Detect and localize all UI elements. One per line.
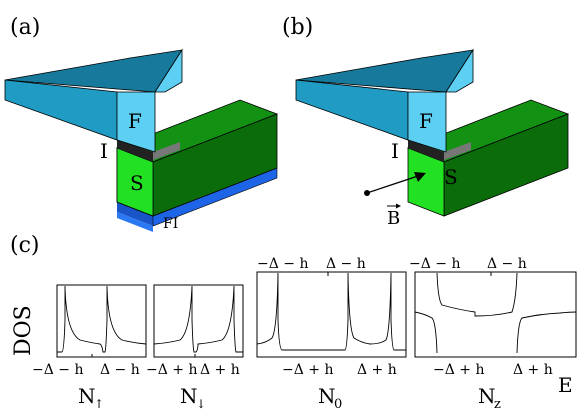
- tick-label: −Δ + h: [282, 362, 334, 378]
- dos-plot-title-n-up: N ↑: [78, 384, 104, 411]
- plot-title-sub: z: [494, 397, 501, 411]
- plot-title-sub: ↓: [196, 397, 206, 411]
- f-block-arm: [4, 79, 118, 141]
- f-block-b-arm: [295, 79, 409, 141]
- plot-title-main: N: [180, 384, 198, 408]
- dos-plot-title-n0: N 0: [318, 384, 342, 411]
- tick-label: −Δ − h: [409, 256, 461, 272]
- panel-b: (b) F I S B: [282, 15, 570, 229]
- fi-label: FI: [163, 216, 178, 232]
- dos-plot-n-up-frame: [56, 284, 147, 358]
- f-block-side: [154, 48, 183, 93]
- field-label: B: [387, 208, 400, 229]
- plot-title-sub: ↑: [94, 397, 104, 411]
- dos-plot-nz-frame: [414, 271, 577, 358]
- s-label-b: S: [444, 165, 458, 189]
- f-block-b-side: [445, 48, 474, 93]
- tick-label: −Δ − h: [32, 362, 84, 378]
- field-arrow-head: [414, 172, 426, 182]
- panel-a-label: (a): [10, 15, 40, 40]
- insulator-layer-b: [408, 140, 444, 162]
- field-arrow-line: [366, 175, 419, 194]
- panel-c: (c) DOS E −Δ − h Δ − h −Δ + h Δ + h −Δ −…: [10, 233, 577, 411]
- field-vector-arrowhead: [396, 203, 401, 209]
- tick-label: −Δ + h: [433, 362, 485, 378]
- dos-plot-n0-frame: [256, 271, 407, 358]
- i-label-b: I: [391, 139, 399, 163]
- panel-c-label: (c): [10, 233, 40, 258]
- tick-label: −Δ + h: [146, 362, 198, 378]
- fi-layer-bottom: [117, 212, 153, 232]
- fi-layer-front-left: [117, 202, 153, 226]
- tick-label: −Δ − h: [257, 256, 309, 272]
- dos-plot-title-nz: N z: [478, 384, 501, 411]
- f-block-front: [116, 91, 156, 153]
- f-label-b: F: [419, 109, 433, 133]
- tick-label: Δ + h: [513, 362, 553, 378]
- f-label-a: F: [128, 109, 142, 133]
- dos-curve-n0: [256, 272, 406, 351]
- dos-curve-n-down: [153, 285, 243, 353]
- plot-title-sub: 0: [334, 397, 342, 411]
- i-label-a: I: [100, 139, 108, 163]
- s-label-a: S: [130, 171, 144, 195]
- panel-a: (a) F I S FI: [4, 15, 279, 232]
- dos-plot-title-n-down: N ↓: [180, 384, 206, 411]
- plot-title-main: N: [318, 384, 336, 408]
- plot-title-main: N: [478, 384, 496, 408]
- tick-label: Δ − h: [100, 362, 140, 378]
- tick-label: Δ + h: [357, 362, 397, 378]
- dos-plot-n-down-frame: [153, 284, 244, 358]
- insulator-layer-side: [153, 142, 180, 160]
- dos-curve-n-up: [57, 285, 147, 353]
- dos-axis-label: DOS: [11, 305, 36, 356]
- panel-b-label: (b): [282, 15, 313, 40]
- dos-curve-nz: [414, 272, 577, 354]
- f-block-b-front: [407, 91, 447, 153]
- insulator-layer-b-side: [444, 142, 471, 160]
- tick-label: Δ − h: [326, 256, 366, 272]
- tick-label: Δ + h: [200, 362, 240, 378]
- energy-axis-label: E: [558, 373, 573, 397]
- plot-title-main: N: [78, 384, 96, 408]
- tick-label: Δ − h: [487, 256, 527, 272]
- insulator-layer: [117, 140, 153, 162]
